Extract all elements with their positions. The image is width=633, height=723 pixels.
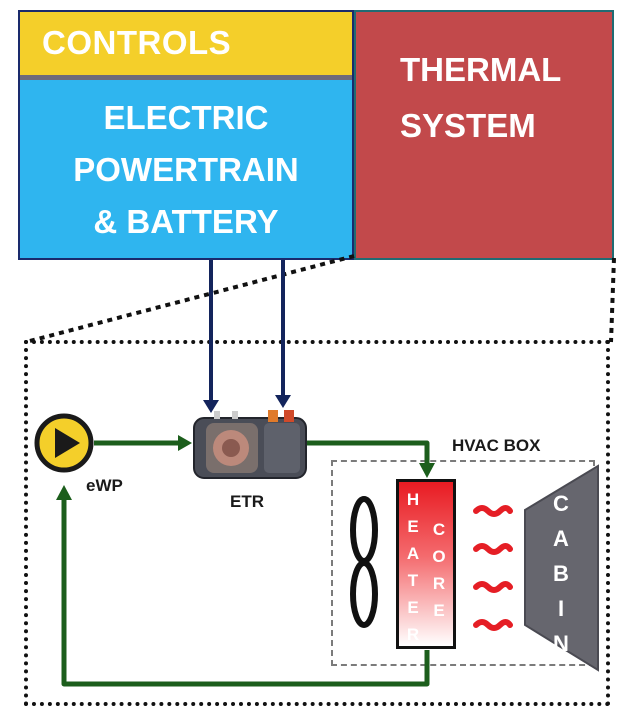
arrowhead-to-heater bbox=[419, 463, 435, 478]
powertrain-line-1: ELECTRIC bbox=[103, 99, 269, 136]
etr-label: ETR bbox=[230, 492, 264, 511]
core-word: C O R E bbox=[429, 516, 449, 624]
pipe-return-to-pump bbox=[61, 497, 430, 687]
pump-label: eWP bbox=[86, 476, 123, 495]
cabin-letter: I bbox=[557, 596, 565, 621]
controls-block: CONTROLS bbox=[20, 12, 352, 80]
power-arrow-1 bbox=[203, 260, 219, 413]
powertrain-label: ELECTRIC POWERTRAIN & BATTERY bbox=[20, 92, 352, 248]
heater-letter: T bbox=[407, 571, 419, 590]
pump-icon bbox=[34, 413, 94, 473]
heater-word: H E A T E R bbox=[403, 486, 423, 648]
core-letter: C bbox=[432, 520, 446, 539]
thermal-system-label: THERMAL SYSTEM bbox=[400, 42, 561, 154]
powertrain-block: CONTROLS ELECTRIC POWERTRAIN & BATTERY bbox=[18, 10, 354, 260]
zoom-connector-right bbox=[609, 257, 616, 343]
cabin-label: C A B I N bbox=[548, 486, 574, 661]
cabin-letter: A bbox=[553, 526, 569, 551]
heater-letter: R bbox=[406, 625, 420, 644]
heater-letter: E bbox=[407, 598, 419, 617]
power-arrow-2 bbox=[275, 260, 291, 408]
heater-core: H E A T E R C O R E bbox=[396, 479, 456, 649]
thermal-line-2: SYSTEM bbox=[400, 107, 536, 144]
pipe-etr-to-heater bbox=[304, 440, 430, 466]
core-letter: R bbox=[432, 574, 446, 593]
thermal-loop-zoom-box bbox=[24, 340, 610, 706]
fan-icon bbox=[350, 496, 378, 628]
coolant-loop bbox=[61, 440, 430, 687]
thermal-line-1: THERMAL bbox=[400, 51, 562, 88]
controls-label: CONTROLS bbox=[42, 24, 232, 61]
cabin-letter: N bbox=[553, 631, 569, 656]
arrowhead-to-etr bbox=[178, 435, 192, 451]
powertrain-line-3: & BATTERY bbox=[93, 203, 279, 240]
heat-waves bbox=[473, 505, 513, 631]
cabin-shape bbox=[524, 464, 599, 672]
heater-letter: H bbox=[406, 490, 420, 509]
heat-wave-4 bbox=[473, 619, 513, 631]
heater-letter: A bbox=[406, 544, 420, 563]
powertrain-line-2: POWERTRAIN bbox=[73, 151, 299, 188]
thermal-system-block: THERMAL SYSTEM bbox=[354, 10, 614, 260]
etr-icon bbox=[193, 410, 307, 479]
heat-wave-3 bbox=[473, 581, 513, 593]
cabin-letter: B bbox=[553, 561, 569, 586]
core-letter: O bbox=[432, 547, 446, 566]
heat-wave-1 bbox=[473, 505, 513, 517]
hvac-box-label: HVAC BOX bbox=[452, 436, 541, 455]
zoom-connector-left bbox=[25, 254, 355, 344]
cabin-letter: C bbox=[553, 491, 569, 516]
heater-letter: E bbox=[407, 517, 419, 536]
arrowhead-to-pump bbox=[56, 485, 72, 500]
heat-wave-2 bbox=[473, 543, 513, 555]
core-letter: E bbox=[433, 601, 445, 620]
